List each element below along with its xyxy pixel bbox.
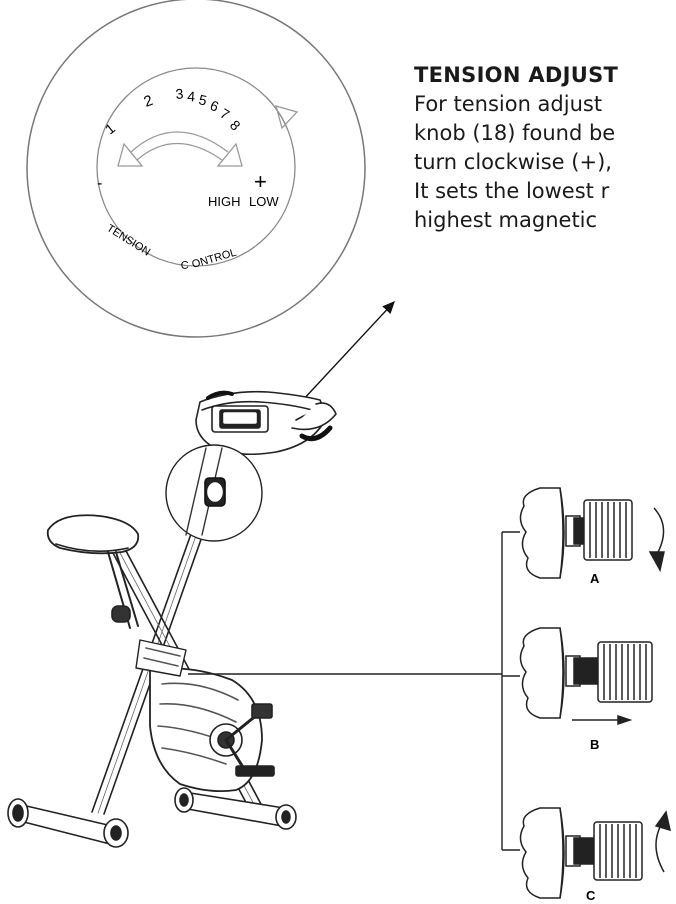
knob-detail-c [519, 807, 672, 899]
seat [46, 514, 140, 629]
knob-detail-b [519, 627, 653, 726]
dial-high-label: HIGH [208, 194, 241, 209]
tension-dial-callout: 1 2 3 4 5 6 7 8 - + HIGH LOW TENSION C O… [26, 0, 366, 338]
flywheel-housing [149, 667, 275, 793]
dial-plus-sign: + [254, 169, 267, 194]
position-label-c: C [586, 888, 596, 903]
rotation-arrow [117, 131, 243, 167]
instruction-line-2: knob (18) found be [414, 121, 616, 145]
front-stabilizer [174, 787, 297, 830]
instruction-line-3: turn clockwise (+), [414, 150, 612, 174]
instruction-heading: TENSION ADJUST [414, 63, 619, 87]
dial-number-4: 4 [187, 88, 196, 105]
dial-indicator-triangle [275, 105, 299, 130]
instruction-line-5: highest magnetic [414, 208, 598, 232]
dial-number-3: 3 [175, 85, 184, 102]
exercise-bike [7, 390, 337, 848]
dial-inner-circle [96, 67, 296, 267]
dial-low-label: LOW [249, 194, 279, 209]
pedal [235, 765, 275, 777]
rear-stabilizer [7, 798, 129, 848]
seat-knob [111, 605, 131, 623]
dial-number-5: 5 [197, 91, 208, 108]
instruction-line-4: It sets the lowest r [414, 179, 610, 203]
instruction-text: TENSION ADJUST For tension adjust knob (… [414, 60, 676, 235]
knob-detail-a [519, 487, 665, 579]
handlebar [195, 390, 337, 456]
instruction-line-1: For tension adjust [414, 92, 603, 116]
dial-minus-sign: - [97, 175, 102, 192]
detail-bracket [501, 531, 520, 851]
position-label-a: A [590, 571, 600, 586]
position-label-b: B [590, 737, 599, 752]
dial-caption-c: C [180, 259, 189, 272]
